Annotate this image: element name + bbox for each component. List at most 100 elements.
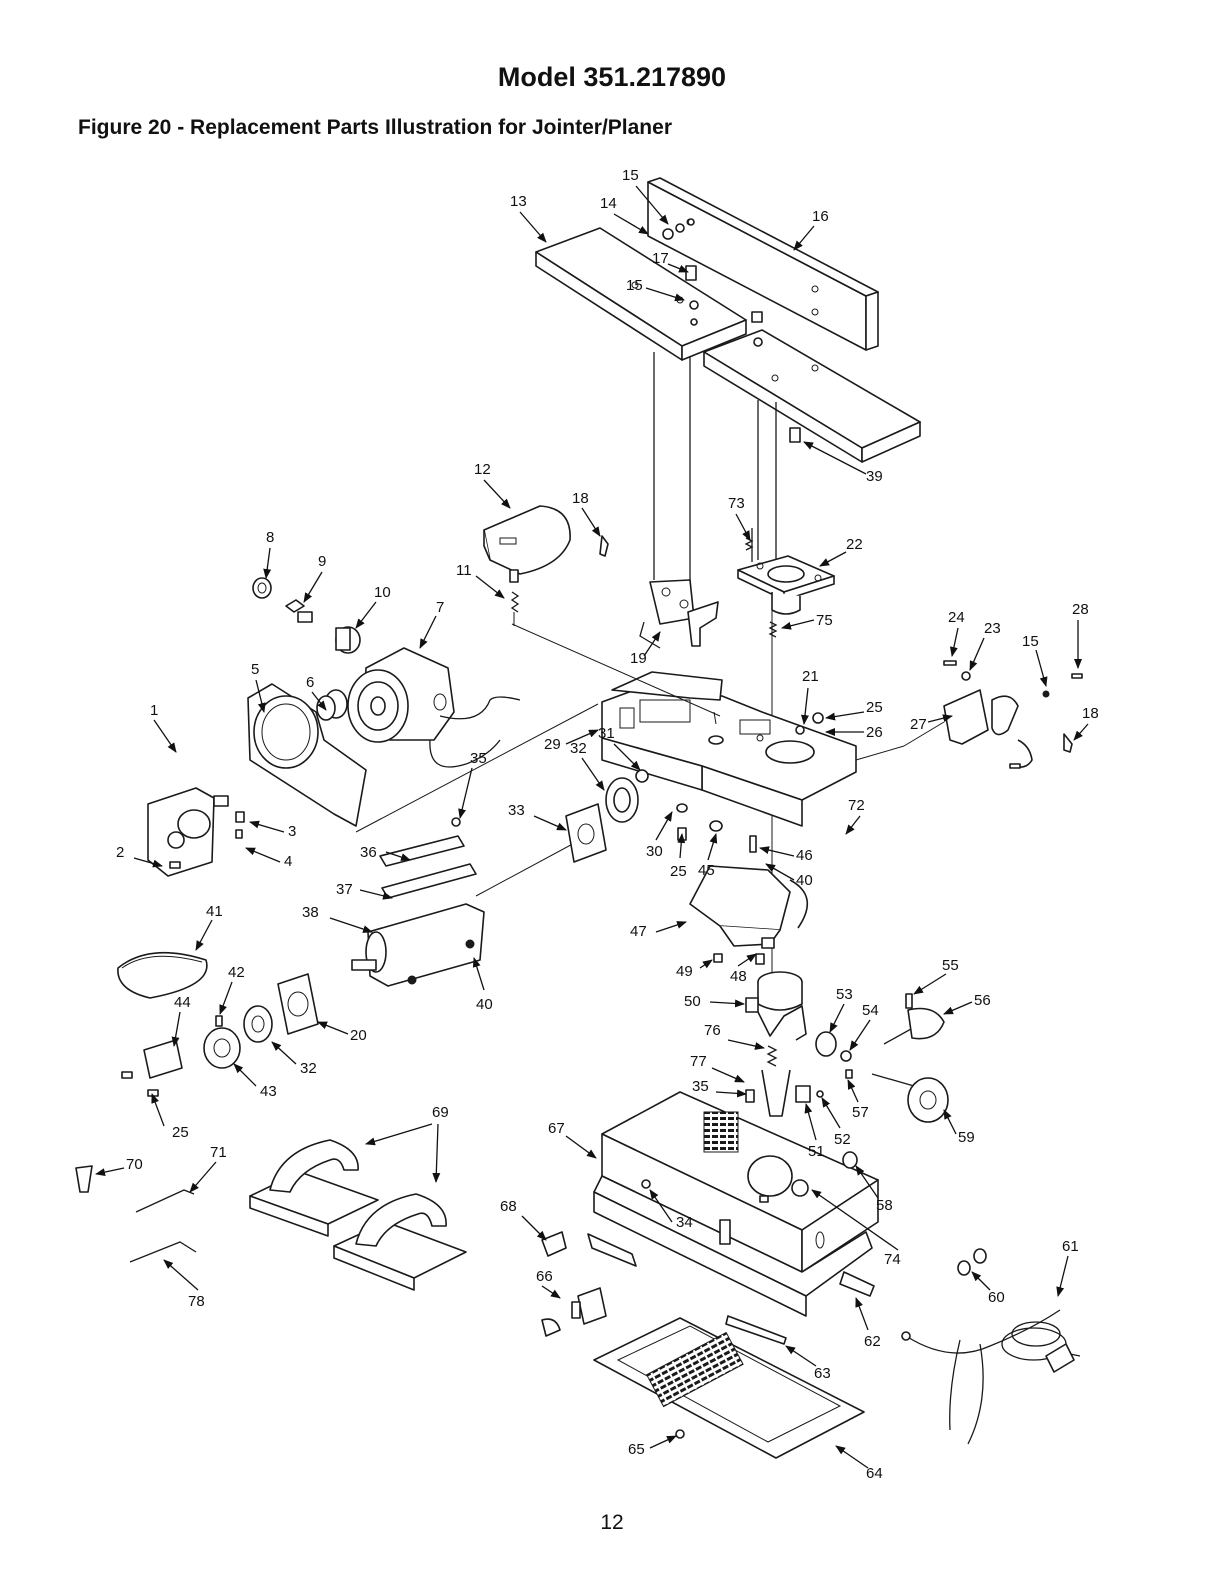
callout-59: 59 (958, 1129, 975, 1146)
callout-36: 36 (360, 844, 377, 861)
cutterhead (351, 903, 485, 987)
base-feet (587, 1233, 875, 1345)
callout-35b: 35 (692, 1078, 709, 1095)
callout-15c: 15 (1022, 633, 1039, 650)
pulley-belt-assembly (117, 951, 319, 1097)
callout-58: 58 (876, 1197, 893, 1214)
callout-34: 34 (676, 1214, 693, 1231)
callout-55: 55 (942, 957, 959, 974)
callout-5: 5 (251, 661, 259, 678)
callout-44: 44 (174, 994, 191, 1011)
callout-15a: 15 (622, 167, 639, 184)
callout-52: 52 (834, 1131, 851, 1148)
callout-37: 37 (336, 881, 353, 898)
callout-73: 73 (728, 495, 745, 512)
callout-6: 6 (306, 674, 314, 691)
guard-spring (510, 591, 520, 626)
callout-35a: 35 (470, 750, 487, 767)
callout-51: 51 (808, 1143, 825, 1160)
motor (347, 647, 521, 768)
callout-22: 22 (846, 536, 863, 553)
callout-25a: 25 (866, 699, 883, 716)
callout-4: 4 (284, 853, 292, 870)
elevation-column (745, 971, 807, 1117)
callout-67: 67 (548, 1120, 565, 1137)
fasteners-under-housing (676, 803, 757, 853)
outfeed-table (535, 227, 747, 361)
callout-31: 31 (598, 725, 615, 742)
callout-1: 1 (150, 702, 158, 719)
side-plate (147, 787, 245, 877)
callout-72: 72 (848, 797, 865, 814)
callout-19: 19 (630, 650, 647, 667)
hex-keys (75, 1165, 197, 1263)
callout-56: 56 (974, 992, 991, 1009)
base-to-housing-leader (855, 721, 945, 761)
callout-75: 75 (816, 612, 833, 629)
callout-15b: 15 (626, 277, 643, 294)
callout-74: 74 (884, 1251, 901, 1268)
callout-18b: 18 (1082, 705, 1099, 722)
page-number: 12 (600, 1511, 624, 1534)
callout-23: 23 (984, 620, 1001, 637)
callout-66: 66 (536, 1268, 553, 1285)
callout-70: 70 (126, 1156, 143, 1173)
callout-42: 42 (228, 964, 245, 981)
callout-48: 48 (730, 968, 747, 985)
guard-lever (599, 535, 609, 557)
callout-25b: 25 (670, 863, 687, 880)
callout-54: 54 (862, 1002, 879, 1019)
callout-26: 26 (866, 724, 883, 741)
callout-11: 11 (456, 562, 472, 579)
callout-25c: 25 (172, 1124, 189, 1141)
cutterhead-leader-lines (355, 623, 721, 897)
callout-77: 77 (690, 1053, 707, 1070)
callout-17: 17 (652, 250, 669, 267)
depth-scale-bracket (943, 660, 1083, 769)
table-hardware (662, 218, 763, 347)
infeed-table (703, 329, 921, 463)
callout-69: 69 (432, 1104, 449, 1121)
callout-76: 76 (704, 1022, 721, 1039)
callout-49: 49 (676, 963, 693, 980)
cutterhead-housing (601, 671, 857, 827)
callout-2: 2 (116, 844, 124, 861)
callout-62: 62 (864, 1333, 881, 1350)
callout-3: 3 (288, 823, 296, 840)
push-blocks (249, 1139, 467, 1291)
callout-10: 10 (374, 584, 391, 601)
figure-caption: Figure 20 - Replacement Parts Illustrati… (78, 116, 672, 139)
callout-16: 16 (812, 208, 829, 225)
callout-47: 47 (630, 923, 647, 940)
callout-50: 50 (684, 993, 701, 1010)
callout-40a: 40 (796, 872, 813, 889)
callout-18a: 18 (572, 490, 589, 507)
callout-arrows (95, 185, 1089, 1469)
callout-24: 24 (948, 609, 965, 626)
strain-relief (842, 1151, 987, 1276)
switch-and-clip (541, 1231, 607, 1337)
callout-9: 9 (318, 553, 326, 570)
callout-46: 46 (796, 847, 813, 864)
callout-60: 60 (988, 1289, 1005, 1306)
callout-12: 12 (474, 461, 491, 478)
callout-33: 33 (508, 802, 525, 819)
callout-29: 29 (544, 736, 561, 753)
callout-labels: 1 2 3 4 5 6 7 8 9 10 11 12 13 14 15 15 1… (116, 167, 1099, 1482)
callout-8: 8 (266, 529, 274, 546)
height-plate (737, 528, 835, 638)
callout-61: 61 (1062, 1238, 1079, 1255)
motor-brush-parts (252, 577, 361, 654)
cutterhead-bearing (565, 769, 649, 863)
callout-14: 14 (600, 195, 617, 212)
callout-43: 43 (260, 1083, 277, 1100)
callout-32a: 32 (570, 740, 587, 757)
callout-13: 13 (510, 193, 527, 210)
callout-28: 28 (1072, 601, 1089, 618)
callout-71: 71 (210, 1144, 227, 1161)
callout-39: 39 (866, 468, 883, 485)
base-plate (593, 1317, 865, 1459)
callout-21: 21 (802, 668, 819, 685)
callout-64: 64 (866, 1465, 883, 1482)
base-cabinet (593, 1091, 879, 1317)
